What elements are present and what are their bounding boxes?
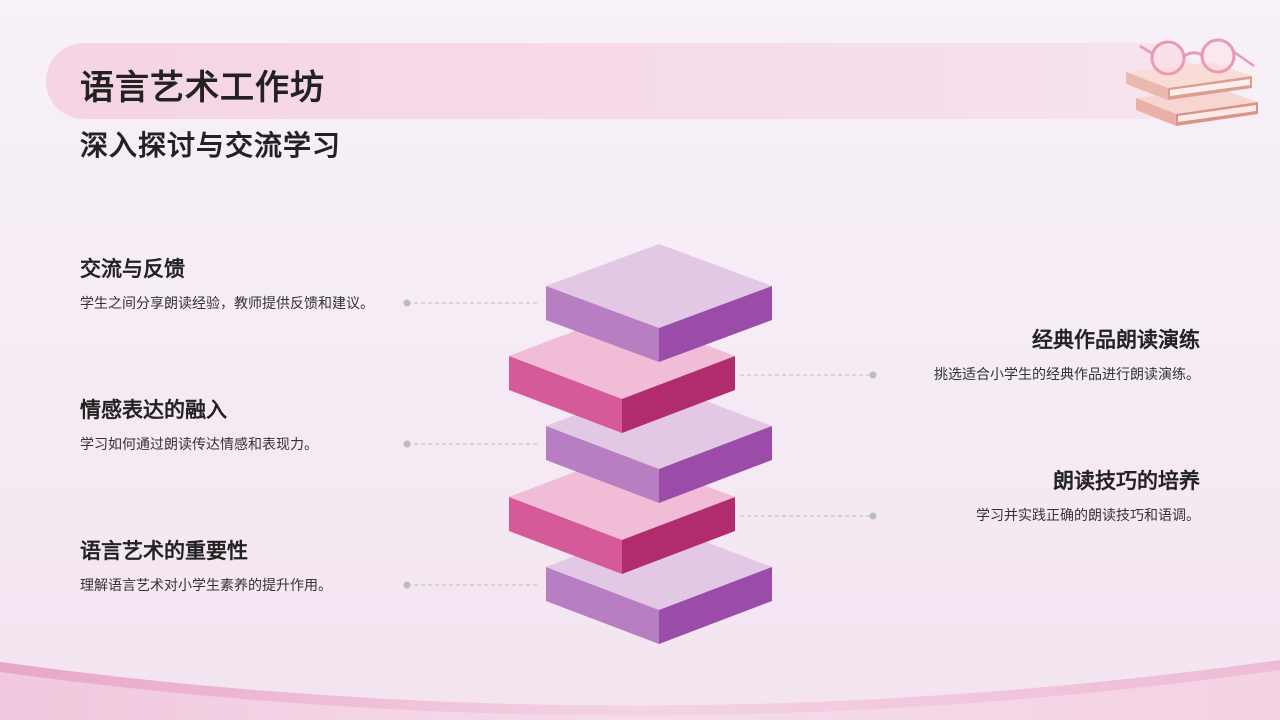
item-left-1: 交流与反馈 学生之间分享朗读经验，教师提供反馈和建议。 <box>80 253 380 316</box>
page-subtitle: 深入探讨与交流学习 <box>80 129 342 162</box>
page-title: 语言艺术工作坊 <box>80 68 325 108</box>
item-desc: 学习如何通过朗读传达情感和表现力。 <box>80 437 318 453</box>
item-title: 语言艺术的重要性 <box>80 539 248 563</box>
connector-dot-3 <box>403 581 411 589</box>
connector-dot-2 <box>403 440 411 448</box>
item-right-2: 朗读技巧的培养 学习并实践正确的朗读技巧和语调。 <box>880 465 1200 528</box>
bottom-wave <box>0 660 1280 720</box>
block-purple-top <box>546 244 772 362</box>
title-band <box>46 43 1196 119</box>
item-left-2: 情感表达的融入 学习如何通过朗读传达情感和表现力。 <box>80 394 380 457</box>
item-title: 交流与反馈 <box>80 257 185 281</box>
item-desc: 挑选适合小学生的经典作品进行朗读演练。 <box>934 367 1200 383</box>
item-right-1: 经典作品朗读演练 挑选适合小学生的经典作品进行朗读演练。 <box>880 324 1200 387</box>
item-desc: 理解语言艺术对小学生素养的提升作用。 <box>80 578 332 594</box>
item-desc: 学习并实践正确的朗读技巧和语调。 <box>976 508 1200 524</box>
item-desc: 学生之间分享朗读经验，教师提供反馈和建议。 <box>80 296 374 312</box>
connector-dot-4 <box>869 371 877 379</box>
connector-dot-1 <box>403 299 411 307</box>
connectors <box>403 299 877 589</box>
item-title: 朗读技巧的培养 <box>1053 469 1200 493</box>
glasses-on-books-icon <box>1126 38 1258 126</box>
item-left-3: 语言艺术的重要性 理解语言艺术对小学生素养的提升作用。 <box>80 535 380 598</box>
item-title: 情感表达的融入 <box>80 398 227 422</box>
item-title: 经典作品朗读演练 <box>1032 328 1200 352</box>
connector-dot-5 <box>869 512 877 520</box>
